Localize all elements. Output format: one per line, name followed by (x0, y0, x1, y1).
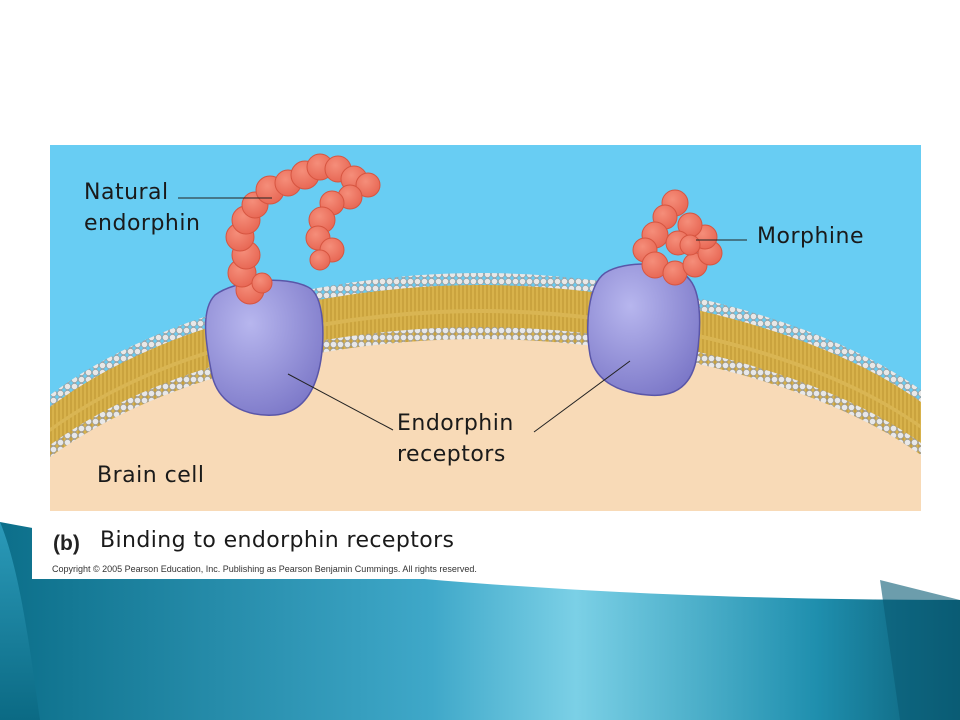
label-endorphin-receptors: Endorphin receptors (397, 408, 514, 470)
figure-caption: Binding to endorphin receptors (100, 528, 455, 553)
label-endorphin-receptors-line1: Endorphin (397, 411, 514, 436)
natural-endorphin-molecule (225, 153, 381, 305)
label-brain-cell: Brain cell (97, 463, 205, 488)
leader-receptor-right (533, 360, 631, 433)
membrane-figure (50, 145, 921, 511)
wave-edge (0, 522, 40, 720)
morphine-molecule (632, 189, 723, 286)
label-endorphin-receptors-line2: receptors (397, 442, 506, 467)
label-natural-endorphin: Natural endorphin (84, 177, 200, 239)
endorphin-receptor-left (204, 279, 324, 416)
caption-band (32, 512, 928, 579)
copyright-notice: Copyright © 2005 Pearson Education, Inc.… (52, 564, 477, 574)
wave-right-dark (880, 580, 960, 720)
leader-receptor-left (287, 373, 394, 431)
label-morphine: Morphine (757, 224, 864, 249)
panel-letter: (b) (53, 532, 80, 555)
label-natural-endorphin-line1: Natural (84, 180, 169, 205)
label-natural-endorphin-line2: endorphin (84, 211, 201, 236)
endorphin-receptor-right (587, 263, 701, 397)
